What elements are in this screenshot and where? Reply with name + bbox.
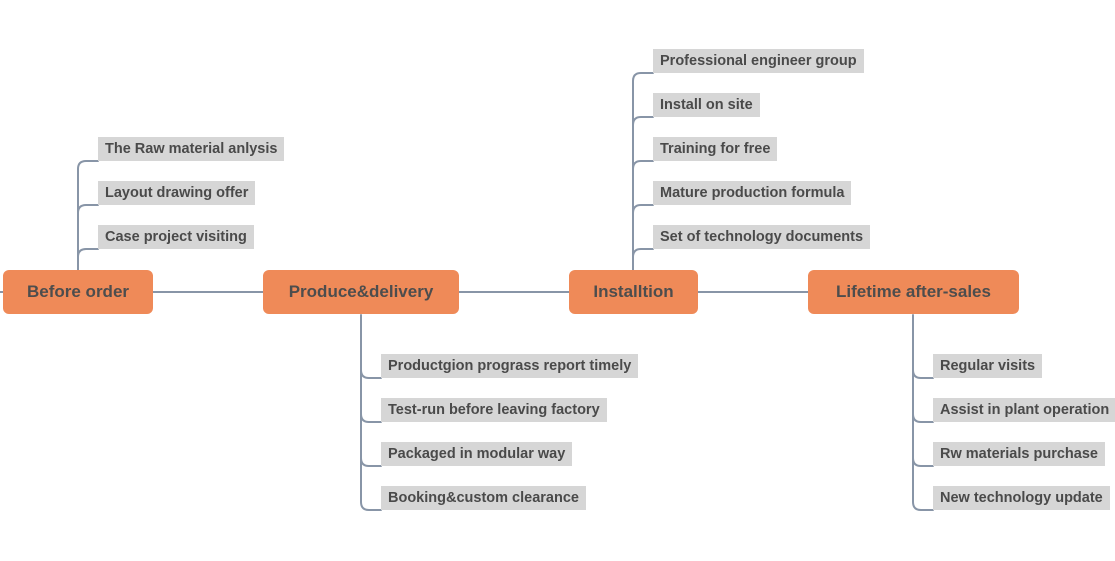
installation-item: Set of technology documents [653, 225, 871, 249]
aftersales-item: New technology update [933, 486, 1110, 510]
aftersales-item: Assist in plant operation [933, 398, 1115, 422]
produce-item: Packaged in modular way [381, 442, 573, 466]
stage-installation: Installtion [569, 270, 698, 314]
aftersales-item: Rw materials purchase [933, 442, 1105, 466]
produce-item: Productgion prograss report timely [381, 354, 639, 378]
stage-produce-delivery: Produce&delivery [263, 270, 459, 314]
installation-item: Professional engineer group [653, 49, 864, 73]
installation-item: Mature production formula [653, 181, 852, 205]
installation-item: Training for free [653, 137, 778, 161]
stage-lifetime-after-sales: Lifetime after-sales [808, 270, 1019, 314]
produce-item: Booking&custom clearance [381, 486, 586, 510]
stage-before-order: Before order [3, 270, 153, 314]
aftersales-item: Regular visits [933, 354, 1043, 378]
before-order-item: Layout drawing offer [98, 181, 256, 205]
installation-item: Install on site [653, 93, 760, 117]
produce-item: Test-run before leaving factory [381, 398, 607, 422]
before-order-item: The Raw material anlysis [98, 137, 285, 161]
before-order-item: Case project visiting [98, 225, 254, 249]
